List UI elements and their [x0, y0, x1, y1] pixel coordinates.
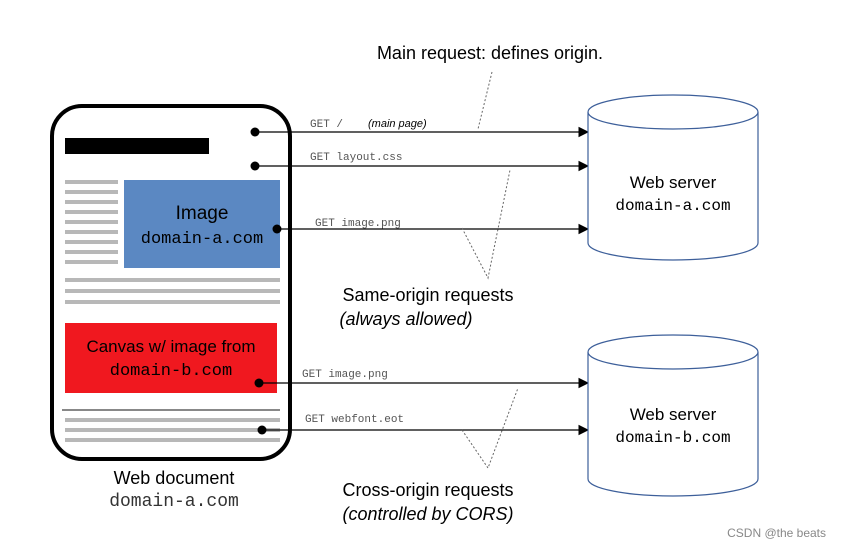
- label-get-layout: GET layout.css: [310, 152, 402, 164]
- canvas-box: [65, 323, 277, 393]
- annotation-same-origin-title: Same-origin requests: [342, 285, 513, 305]
- label-get-webfont: GET webfont.eot: [305, 414, 404, 426]
- annotation-cross-origin-title: Cross-origin requests: [342, 480, 513, 500]
- request-arrows: [255, 126, 590, 436]
- document-frame: [50, 104, 292, 461]
- text-lines-left: [65, 180, 118, 264]
- server-b-domain: domain-b.com: [615, 429, 730, 447]
- document-title: Web document: [114, 468, 235, 488]
- image-domain: domain-a.com: [141, 230, 263, 249]
- label-get-image-b: GET image.png: [302, 369, 388, 381]
- annotation-main-request: Main request: defines origin.: [377, 43, 603, 63]
- server-a-title: Web server: [630, 173, 717, 192]
- annotation-pointers: [461, 71, 519, 470]
- canvas-label: Canvas w/ image from: [86, 337, 255, 356]
- server-b: Web server domain-b.com: [587, 334, 759, 497]
- web-document: Image domain-a.com Canvas w/ image from …: [50, 104, 292, 512]
- server-b-title: Web server: [630, 405, 717, 424]
- label-main-page-note: (main page): [368, 118, 427, 130]
- watermark: CSDN @the beats: [727, 526, 826, 540]
- annotation-cross-origin-sub: (controlled by CORS): [342, 504, 513, 524]
- document-divider: [62, 409, 280, 411]
- server-b-cylinder: [587, 352, 759, 497]
- request-origin-dots: [250, 127, 282, 435]
- document-header-bar: [65, 138, 209, 154]
- label-get-main: GET /: [310, 119, 343, 131]
- server-a: Web server domain-a.com: [587, 94, 759, 261]
- label-get-image-a: GET image.png: [315, 218, 401, 230]
- image-label: Image: [176, 203, 229, 224]
- canvas-domain: domain-b.com: [110, 362, 232, 381]
- server-b-top: [587, 334, 759, 370]
- text-lines-full: [65, 278, 280, 304]
- annotation-same-origin-sub: (always allowed): [339, 309, 472, 329]
- text-lines-bottom: [65, 418, 280, 442]
- document-domain: domain-a.com: [109, 492, 239, 512]
- image-box: [124, 180, 280, 268]
- server-a-top: [587, 94, 759, 130]
- server-a-cylinder: [587, 112, 759, 261]
- server-a-domain: domain-a.com: [615, 197, 730, 215]
